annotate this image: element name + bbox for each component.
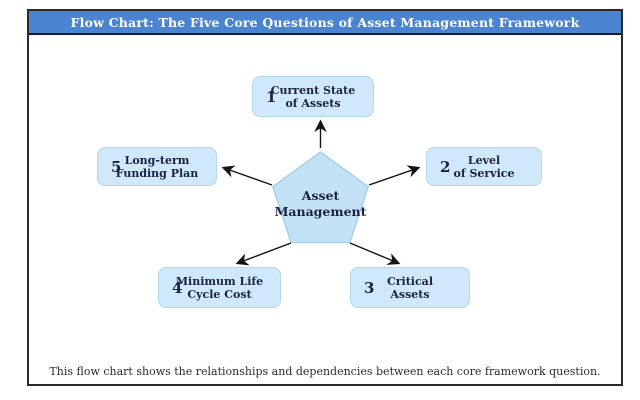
caption-text: This flow chart shows the relationships … [49,365,601,378]
center-node-line2: Management [274,204,367,219]
node-5-number: 5 [111,157,122,176]
connector-arrows [221,119,421,266]
arrow-to-node-3 [349,242,401,265]
node-4-box: 4 Minimum Life Cycle Cost [158,267,281,308]
node-2-number: 2 [440,157,451,176]
node-3-line1: Critical [387,274,433,288]
node-4-line2: Cycle Cost [187,287,252,301]
node-3-box: 3 Critical Assets [350,267,470,308]
node-4-line1: Minimum Life [175,274,264,288]
pentagon-shape [272,151,369,244]
node-2-line1: Level [467,153,501,167]
center-node-label: Asset Management [270,188,371,220]
node-5-box: 5 Long-term Funding Plan [97,147,217,186]
title-bar: Flow Chart: The Five Core Questions of A… [29,11,621,35]
node-3-number: 3 [364,278,375,297]
node-5-line2: Funding Plan [115,166,199,180]
node-2-box: 2 Level of Service [426,147,542,186]
flowchart-frame: Flow Chart: The Five Core Questions of A… [27,9,623,386]
arrow-to-node-4 [235,242,292,266]
node-2-line2: of Service [453,166,515,180]
node-1-number: 1 [266,87,277,106]
page-title: Flow Chart: The Five Core Questions of A… [70,14,580,30]
node-1-line1: Current State [270,83,356,97]
arrow-to-node-2 [368,165,421,186]
node-5-label: Long-term Funding Plan [98,154,216,180]
node-2-label: Level of Service [427,154,541,180]
node-5-line1: Long-term [124,153,190,167]
node-3-line2: Assets [390,287,430,301]
node-4-label: Minimum Life Cycle Cost [159,275,280,301]
node-1-box: 1 Current State of Assets [252,76,374,117]
node-1-label: Current State of Assets [253,84,373,110]
node-4-number: 4 [172,278,183,297]
center-node-line1: Asset [301,188,340,203]
node-3-label: Critical Assets [351,275,469,301]
arrow-to-node-5 [221,165,273,186]
diagram-area: Asset Management 1 Current State of Asse… [29,35,621,384]
node-1-line2: of Assets [285,96,341,110]
